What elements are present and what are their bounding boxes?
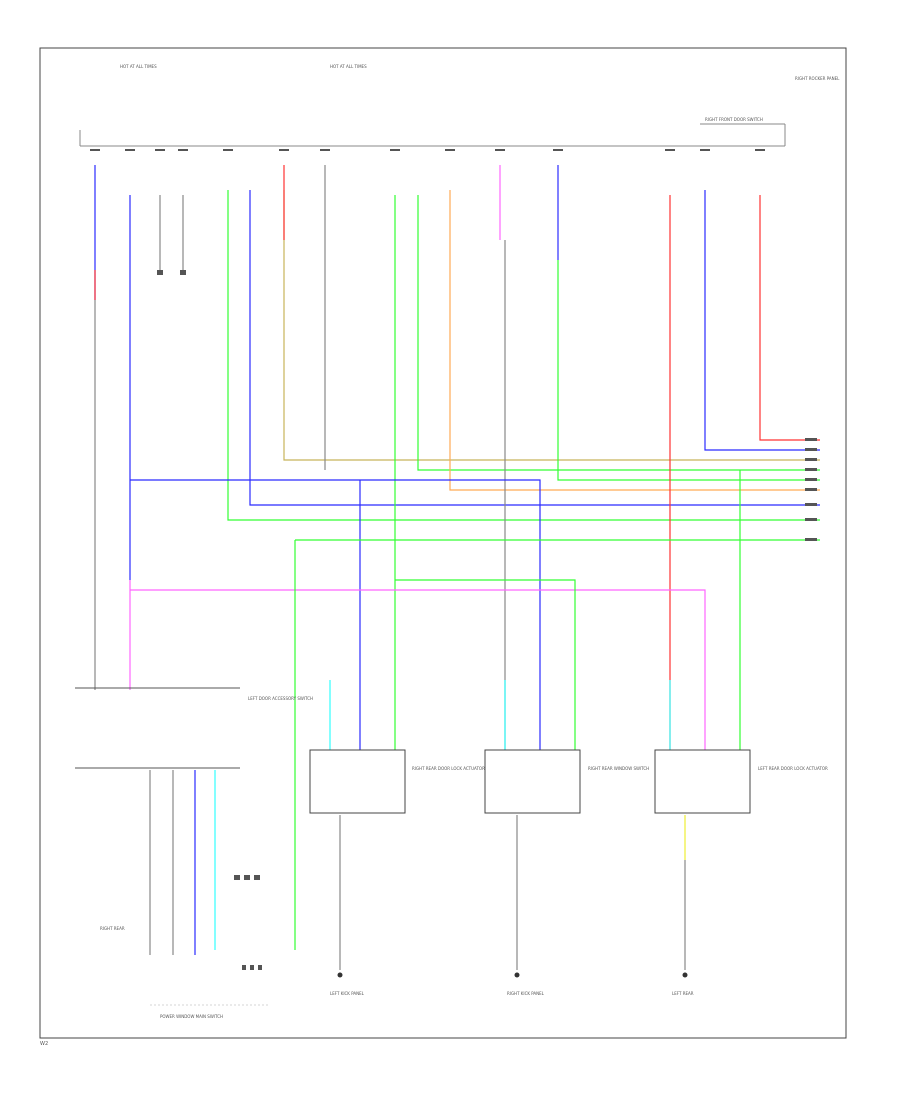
svg-text:RIGHT REAR: RIGHT REAR [100, 926, 125, 931]
svg-text:LEFT KICK PANEL: LEFT KICK PANEL [330, 991, 365, 996]
right-connector-pins [805, 438, 817, 541]
svg-text:LEFT REAR DOOR LOCK ACTUATOR: LEFT REAR DOOR LOCK ACTUATOR [758, 766, 828, 771]
switch-box-3 [654, 749, 751, 814]
top-terminals [90, 149, 765, 151]
footer-code: W2 [40, 1041, 49, 1047]
left-module-label: LEFT DOOR ACCESSORY SWITCH [248, 696, 313, 701]
svg-text:RIGHT REAR WINDOW SWITCH: RIGHT REAR WINDOW SWITCH [588, 766, 649, 771]
ground-connectors [157, 270, 262, 970]
svg-text:RIGHT KICK PANEL: RIGHT KICK PANEL [507, 991, 545, 996]
wire-blue-2 [249, 190, 820, 506]
top-right-label: RIGHT FRONT DOOR SWITCH [705, 117, 763, 122]
fuse-left-label: HOT AT ALL TIMES [120, 64, 157, 69]
wire-olive [283, 190, 820, 461]
svg-text:LEFT REAR: LEFT REAR [672, 991, 694, 996]
svg-text:RIGHT REAR DOOR LOCK ACTUATOR: RIGHT REAR DOOR LOCK ACTUATOR [412, 766, 485, 771]
switch-box-2 [484, 749, 581, 814]
fuse-mid-label: HOT AT ALL TIMES [330, 64, 367, 69]
bottom-note: POWER WINDOW MAIN SWITCH [160, 1014, 223, 1019]
wire-green-1 [227, 190, 820, 521]
connector-right-label: RIGHT ROCKER PANEL [795, 76, 840, 81]
wire-orange [449, 190, 820, 491]
diagram-frame [39, 47, 847, 1039]
switch-box-1 [309, 749, 406, 814]
